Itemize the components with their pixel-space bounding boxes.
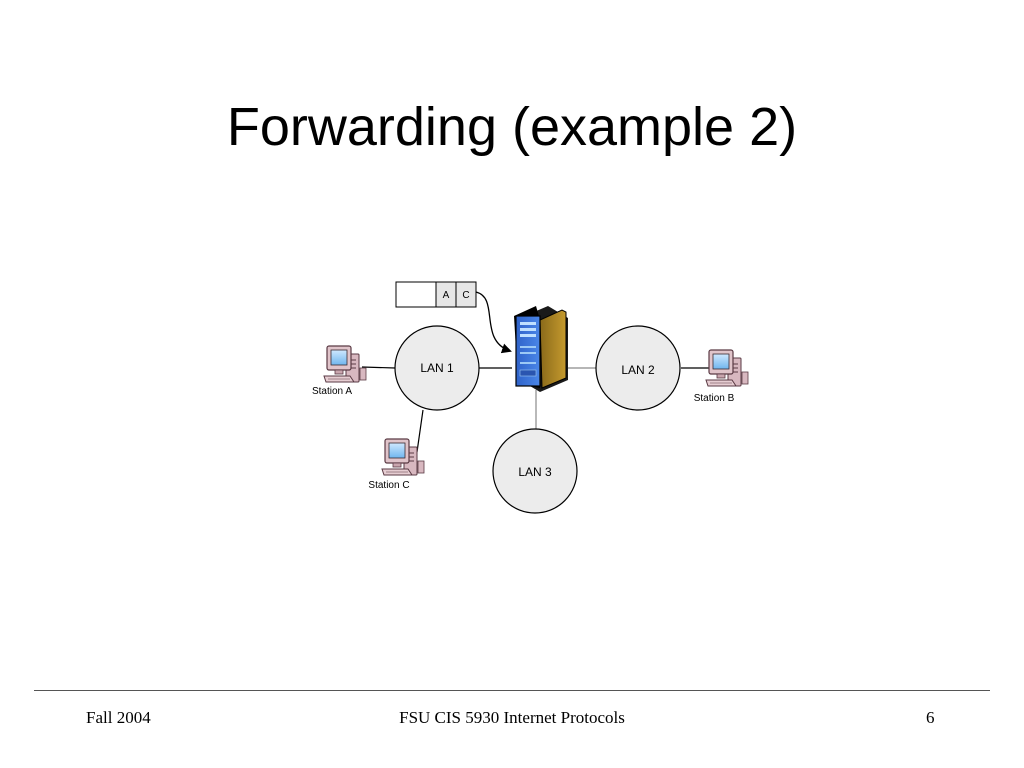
- station-a-label: Station A: [312, 386, 352, 397]
- link-station-c-lan1: [416, 409, 424, 453]
- station-b: Station B: [694, 349, 749, 404]
- station-b-desktop-computer-icon: [705, 349, 749, 387]
- footer-date: Fall 2004: [86, 708, 151, 727]
- slide-title: Forwarding (example 2): [226, 97, 798, 157]
- station-c: Station C: [368, 438, 425, 491]
- lan2: LAN 2: [595, 325, 681, 411]
- lan3-label: LAN 3: [518, 465, 552, 479]
- frame-field-dst: [455, 281, 477, 308]
- station-a-desktop-computer-icon: [323, 345, 367, 383]
- link-station-a-lan1: [361, 366, 396, 369]
- frame-field-src-label: A: [443, 290, 450, 301]
- footer-page-number: 6: [926, 708, 935, 727]
- station-a: Station A: [312, 345, 367, 397]
- server-tower-icon: [514, 306, 568, 392]
- footer-course: FSU CIS 5930 Internet Protocols: [399, 708, 625, 727]
- station-c-label: Station C: [368, 480, 409, 491]
- frame-field-dst-label: C: [462, 290, 469, 301]
- footer-divider: [34, 690, 990, 691]
- station-b-label: Station B: [694, 393, 735, 404]
- frame-buffer: A C: [395, 281, 477, 308]
- lan3: LAN 3: [492, 428, 578, 514]
- lan2-label: LAN 2: [621, 363, 655, 377]
- lan1: LAN 1: [394, 325, 480, 411]
- frame-arrow: [475, 291, 512, 354]
- lan1-label: LAN 1: [420, 361, 454, 375]
